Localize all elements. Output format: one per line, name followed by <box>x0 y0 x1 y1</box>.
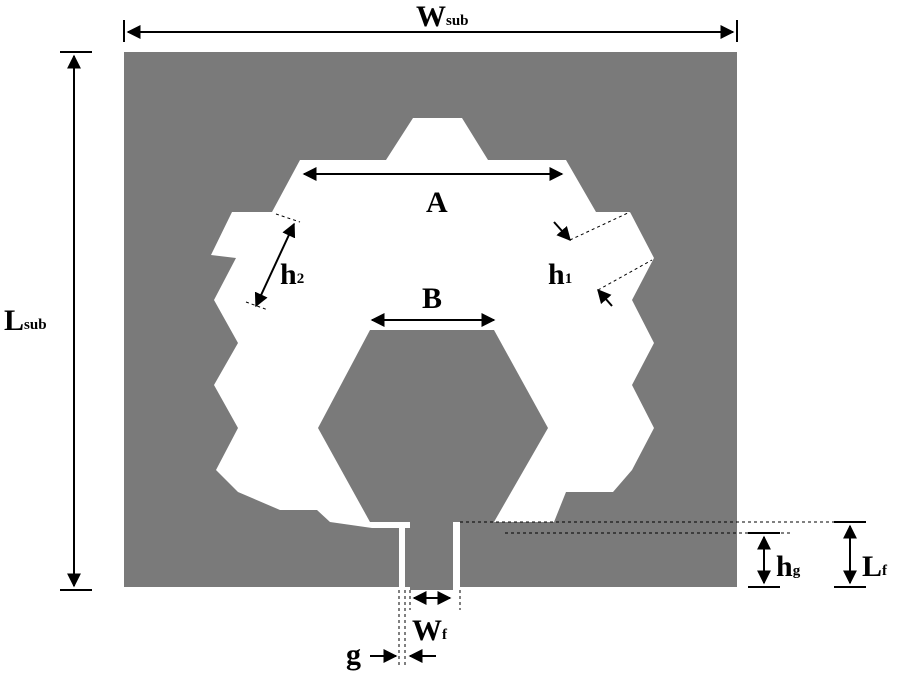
lf-dimension: Lf <box>834 521 888 588</box>
wf-dimension: Wf <box>412 591 452 647</box>
g-dimension: g <box>346 638 436 671</box>
a-dimension: A <box>302 167 564 219</box>
w-sub-label: Wsub <box>416 0 469 33</box>
b-label: B <box>422 282 442 315</box>
feed-line <box>410 522 453 590</box>
g-label: g <box>346 638 361 671</box>
wf-label: Wf <box>412 614 448 647</box>
hg-dimension: hg <box>748 532 801 588</box>
lf-label: Lf <box>862 550 888 583</box>
h2-dimension: h2 <box>245 213 304 311</box>
h1-dimension: h1 <box>548 211 653 307</box>
hg-label: hg <box>776 550 801 583</box>
h1-label: h1 <box>548 258 572 291</box>
l-sub-dimension: Lsub <box>4 51 92 591</box>
w-sub-dimension: Wsub <box>123 0 738 42</box>
h2-label: h2 <box>280 258 304 291</box>
a-label: A <box>426 186 448 219</box>
l-sub-label: Lsub <box>4 304 47 337</box>
inner-hexagon-slot <box>318 330 548 522</box>
b-dimension: B <box>370 282 496 327</box>
